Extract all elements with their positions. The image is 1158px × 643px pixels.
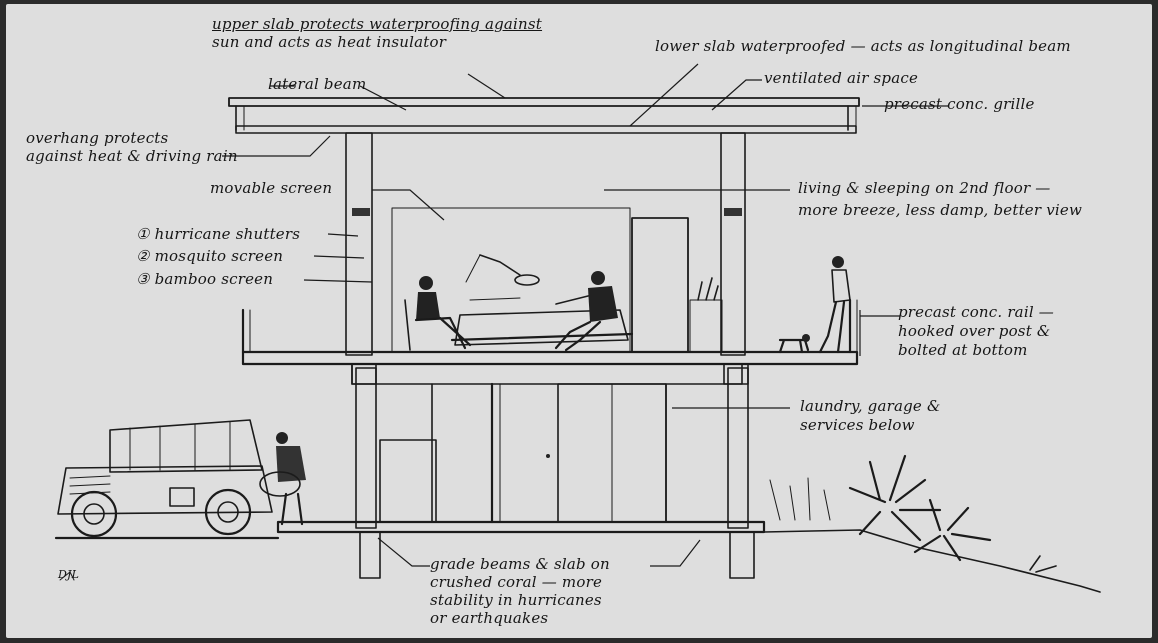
label-upper-slab-line2: sun and acts as heat insulator bbox=[212, 33, 447, 51]
label-grade-line2: crushed coral — more bbox=[430, 573, 603, 591]
label-laundry-line2: services below bbox=[800, 416, 915, 434]
label-precast-grille: precast conc. grille bbox=[884, 95, 1035, 113]
tropical-plants bbox=[769, 454, 1057, 573]
label-lower-slab: lower slab waterproofed — acts as longit… bbox=[655, 37, 1071, 55]
label-rail-line1: precast conc. rail — bbox=[898, 303, 1054, 321]
leader-lines bbox=[222, 63, 948, 567]
label-grade-line1: grade beams & slab on bbox=[430, 555, 610, 573]
label-mosquito-screen: ② mosquito screen bbox=[136, 247, 284, 265]
label-ventilated-air-space: ventilated air space bbox=[764, 69, 919, 87]
living-room-scene bbox=[404, 254, 723, 353]
label-lateral-beam: lateral beam bbox=[268, 75, 367, 93]
label-grade-line3: stability in hurricanes bbox=[430, 591, 602, 609]
artist-signature: DJL bbox=[58, 568, 80, 581]
person-with-basket bbox=[259, 432, 306, 526]
ground-floor-services bbox=[379, 382, 667, 524]
label-laundry-line1: laundry, garage & bbox=[800, 397, 941, 415]
ground-slab bbox=[54, 520, 1101, 593]
label-upper-slab-line1: upper slab protects waterproofing agains… bbox=[212, 15, 543, 33]
signature-mark bbox=[59, 571, 75, 581]
label-overhang-line2: against heat & driving rain bbox=[26, 147, 238, 165]
label-living-line2: more breeze, less damp, better view bbox=[798, 201, 1082, 219]
lower-roof-slab bbox=[235, 125, 857, 134]
label-grade-line4: or earthquakes bbox=[430, 609, 549, 627]
label-living-line1: living & sleeping on 2nd floor — bbox=[798, 179, 1051, 197]
label-overhang-line1: overhang protects bbox=[26, 129, 169, 147]
label-movable-screen: movable screen bbox=[210, 179, 333, 197]
columns bbox=[345, 132, 749, 529]
label-bamboo-screen: ③ bamboo screen bbox=[136, 270, 274, 288]
label-rail-line3: bolted at bottom bbox=[898, 341, 1028, 359]
balcony-figure bbox=[778, 256, 851, 354]
label-hurricane-shutters: ① hurricane shutters bbox=[136, 225, 301, 243]
jeep-vehicle bbox=[57, 419, 273, 538]
label-rail-line2: hooked over post & bbox=[898, 322, 1051, 340]
movable-bamboo-screen bbox=[391, 207, 689, 353]
